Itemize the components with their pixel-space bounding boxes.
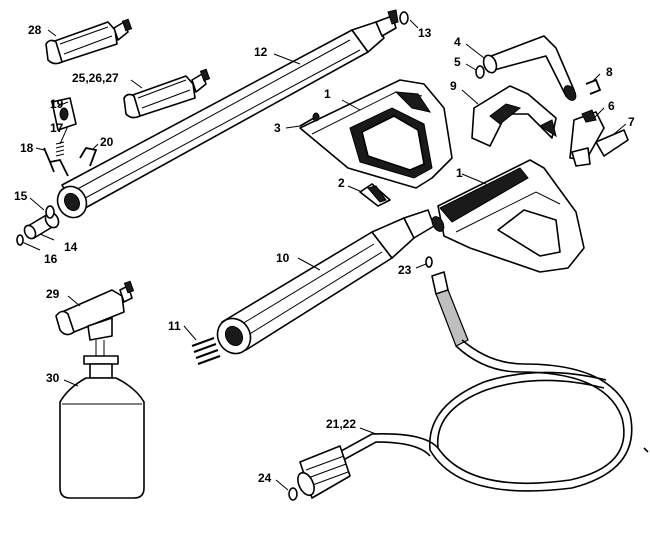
spring-11 — [191, 337, 221, 365]
label-18: 18 — [20, 141, 34, 155]
retaining-wire-18 — [43, 147, 69, 177]
label-6: 6 — [608, 99, 615, 113]
o-ring-16 — [16, 234, 24, 246]
clip-19 — [51, 97, 77, 131]
leader-lines — [21, 19, 627, 491]
hose-21-22 — [297, 271, 649, 499]
label-16: 16 — [44, 252, 58, 266]
label-4: 4 — [454, 35, 461, 49]
o-ring-24 — [288, 487, 298, 501]
label-7: 7 — [628, 115, 635, 129]
valve-6 — [569, 109, 605, 167]
foam-nozzle-29 — [55, 280, 135, 365]
label-20: 20 — [100, 135, 114, 149]
bottle-30 — [59, 363, 145, 499]
label-1a: 1 — [324, 87, 331, 101]
label-29: 29 — [46, 287, 60, 301]
cap-9 — [471, 85, 557, 147]
label-8: 8 — [606, 65, 613, 79]
label-24: 24 — [258, 471, 272, 485]
o-ring-15 — [45, 205, 55, 219]
o-ring-13 — [399, 11, 409, 25]
o-ring-23 — [425, 256, 433, 268]
handle-shell-1 — [299, 79, 453, 189]
clip-8 — [585, 78, 602, 95]
gun-body-1: STIHL — [437, 159, 585, 273]
label-12: 12 — [254, 45, 268, 59]
label-5: 5 — [454, 55, 461, 69]
label-19: 19 — [50, 97, 64, 111]
trigger-2 — [359, 183, 391, 207]
screw-3 — [299, 112, 320, 127]
label-2: 2 — [338, 176, 345, 190]
lance-12 — [56, 9, 399, 219]
label-23: 23 — [398, 263, 412, 277]
elbow-tube-4 — [482, 35, 577, 101]
short-lance-10 — [216, 209, 445, 355]
label-13: 13 — [418, 26, 432, 40]
label-10: 10 — [276, 251, 290, 265]
part-labels: 28 25,26,27 12 13 1 3 2 4 5 8 9 6 7 1 10… — [14, 23, 635, 485]
nozzle-28 — [45, 18, 133, 65]
o-ring-5 — [475, 65, 485, 79]
nozzle-25-26-27 — [123, 68, 211, 119]
spring-17 — [55, 141, 65, 157]
label-30: 30 — [46, 371, 60, 385]
label-17: 17 — [50, 121, 64, 135]
retaining-wire-20 — [79, 146, 98, 167]
label-28: 28 — [28, 23, 42, 37]
label-14: 14 — [64, 240, 78, 254]
label-11: 11 — [168, 319, 181, 333]
label-15: 15 — [14, 189, 28, 203]
fitting-14 — [23, 211, 60, 240]
label-21-22: 21,22 — [326, 417, 356, 431]
label-9: 9 — [450, 79, 457, 93]
label-1b: 1 — [456, 166, 463, 180]
label-25-26-27: 25,26,27 — [72, 71, 119, 85]
label-3: 3 — [274, 121, 281, 135]
